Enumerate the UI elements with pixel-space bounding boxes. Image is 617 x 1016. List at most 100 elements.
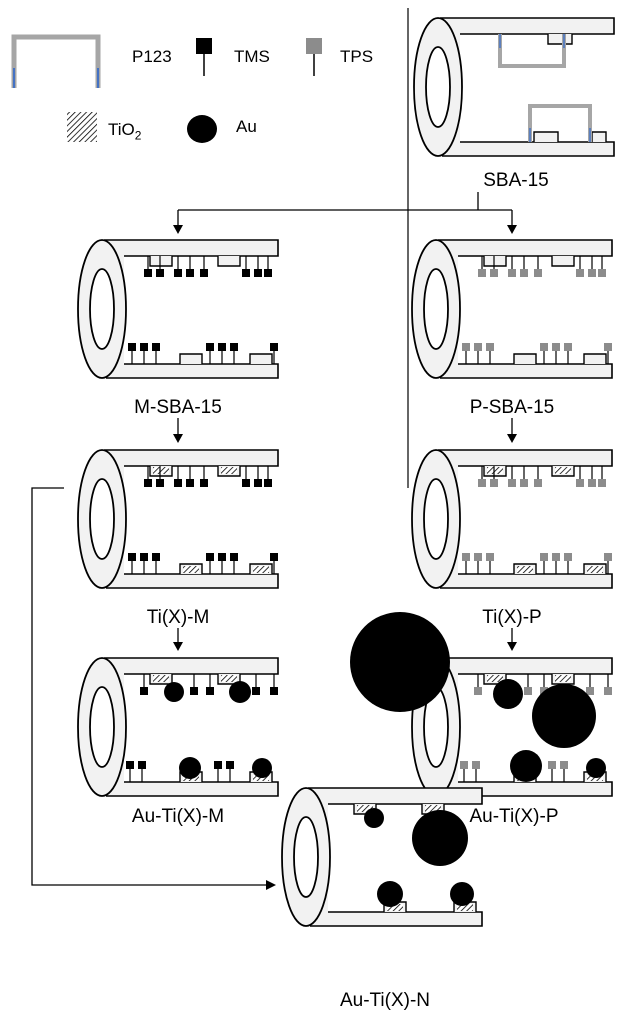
tps-group: [560, 761, 568, 769]
tps-group: [576, 479, 584, 487]
tms-group: [270, 553, 278, 561]
gold-nanoparticle: [493, 679, 523, 709]
tms-group: [140, 553, 148, 561]
legend-au-icon: [187, 115, 217, 143]
label-ti-p: Ti(X)-P: [482, 607, 541, 629]
tms-group: [206, 343, 214, 351]
tps-group: [486, 343, 494, 351]
tps-group: [486, 553, 494, 561]
tps-group: [540, 343, 548, 351]
tio2-deposit: [221, 467, 237, 474]
tps-group: [604, 553, 612, 561]
legend-p123-icon: [14, 37, 98, 88]
tms-group: [270, 687, 278, 695]
tms-group: [242, 269, 250, 277]
tio2-deposit: [487, 467, 503, 474]
tube-p-sba15: [412, 240, 612, 378]
tio2-deposit: [587, 566, 603, 573]
legend-tms-icon: [196, 38, 212, 76]
tps-group: [490, 479, 498, 487]
tps-group: [576, 269, 584, 277]
tms-group: [156, 479, 164, 487]
tube-opening: [426, 47, 450, 127]
tms-group: [252, 687, 260, 695]
tps-group: [520, 479, 528, 487]
label-m-sba15: M-SBA-15: [134, 397, 222, 419]
tms-group: [242, 479, 250, 487]
label-au-ti-p: Au-Ti(X)-P: [469, 806, 558, 828]
tps-group: [564, 343, 572, 351]
legend-tio2-icon: [67, 112, 97, 142]
tms-group: [226, 761, 234, 769]
tms-group: [218, 553, 226, 561]
legend-tio2-label: TiO2: [108, 120, 141, 142]
tps-group: [598, 269, 606, 277]
large-gold-particle: [350, 612, 450, 712]
tps-group: [462, 343, 470, 351]
tps-group: [552, 553, 560, 561]
tps-group: [588, 479, 596, 487]
tms-group: [174, 479, 182, 487]
tps-group: [508, 269, 516, 277]
label-au-ti-m: Au-Ti(X)-M: [132, 806, 224, 828]
tube-opening: [90, 269, 114, 349]
tms-group: [140, 343, 148, 351]
tps-group: [478, 269, 486, 277]
gold-nanoparticle: [164, 682, 184, 702]
tps-group: [552, 343, 560, 351]
gold-nanoparticle: [532, 684, 596, 748]
tps-group: [534, 479, 542, 487]
tube-ti-m: [78, 450, 278, 588]
tube-opening: [294, 817, 318, 897]
tps-group: [474, 553, 482, 561]
tms-group: [152, 553, 160, 561]
gold-nanoparticle: [229, 681, 251, 703]
tms-group: [138, 761, 146, 769]
tms-group: [206, 687, 214, 695]
tms-group: [264, 479, 272, 487]
gold-nanoparticle: [179, 757, 201, 779]
legend-au-label: Au: [236, 117, 257, 137]
tms-group: [128, 343, 136, 351]
tps-group: [534, 269, 542, 277]
tube-ti-p: [412, 450, 612, 588]
tms-group: [126, 761, 134, 769]
tube-opening: [90, 687, 114, 767]
tps-group: [524, 687, 532, 695]
tps-group: [462, 553, 470, 561]
legend-tps-icon: [306, 38, 322, 76]
tms-group: [140, 687, 148, 695]
tps-group: [478, 479, 486, 487]
tio2-deposit: [555, 675, 571, 682]
tps-group: [540, 553, 548, 561]
tps-group: [586, 687, 594, 695]
tms-group: [186, 269, 194, 277]
tms-group: [264, 269, 272, 277]
label-au-ti-n: Au-Ti(X)-N: [340, 990, 430, 1012]
tms-group: [270, 343, 278, 351]
tms-group: [128, 553, 136, 561]
tps-group: [474, 687, 482, 695]
tms-group: [230, 343, 238, 351]
gold-nanoparticle: [252, 758, 272, 778]
tms-group: [206, 553, 214, 561]
tms-group: [144, 479, 152, 487]
gold-nanoparticle: [377, 881, 403, 907]
tube-opening: [90, 479, 114, 559]
tms-group: [214, 761, 222, 769]
tube-sba15: [414, 18, 614, 156]
tms-group: [254, 269, 262, 277]
tms-group: [190, 687, 198, 695]
tio2-deposit: [487, 675, 503, 682]
tms-group: [156, 269, 164, 277]
tms-group: [200, 479, 208, 487]
tube-au-ti-m: [78, 658, 278, 796]
tps-group: [508, 479, 516, 487]
tps-group: [604, 687, 612, 695]
tube-m-sba15: [78, 240, 278, 378]
label-sba15: SBA-15: [483, 170, 548, 192]
tio2-deposit: [517, 566, 533, 573]
gold-nanoparticle: [586, 758, 606, 778]
tms-group: [218, 343, 226, 351]
tio2-deposit: [153, 675, 169, 682]
